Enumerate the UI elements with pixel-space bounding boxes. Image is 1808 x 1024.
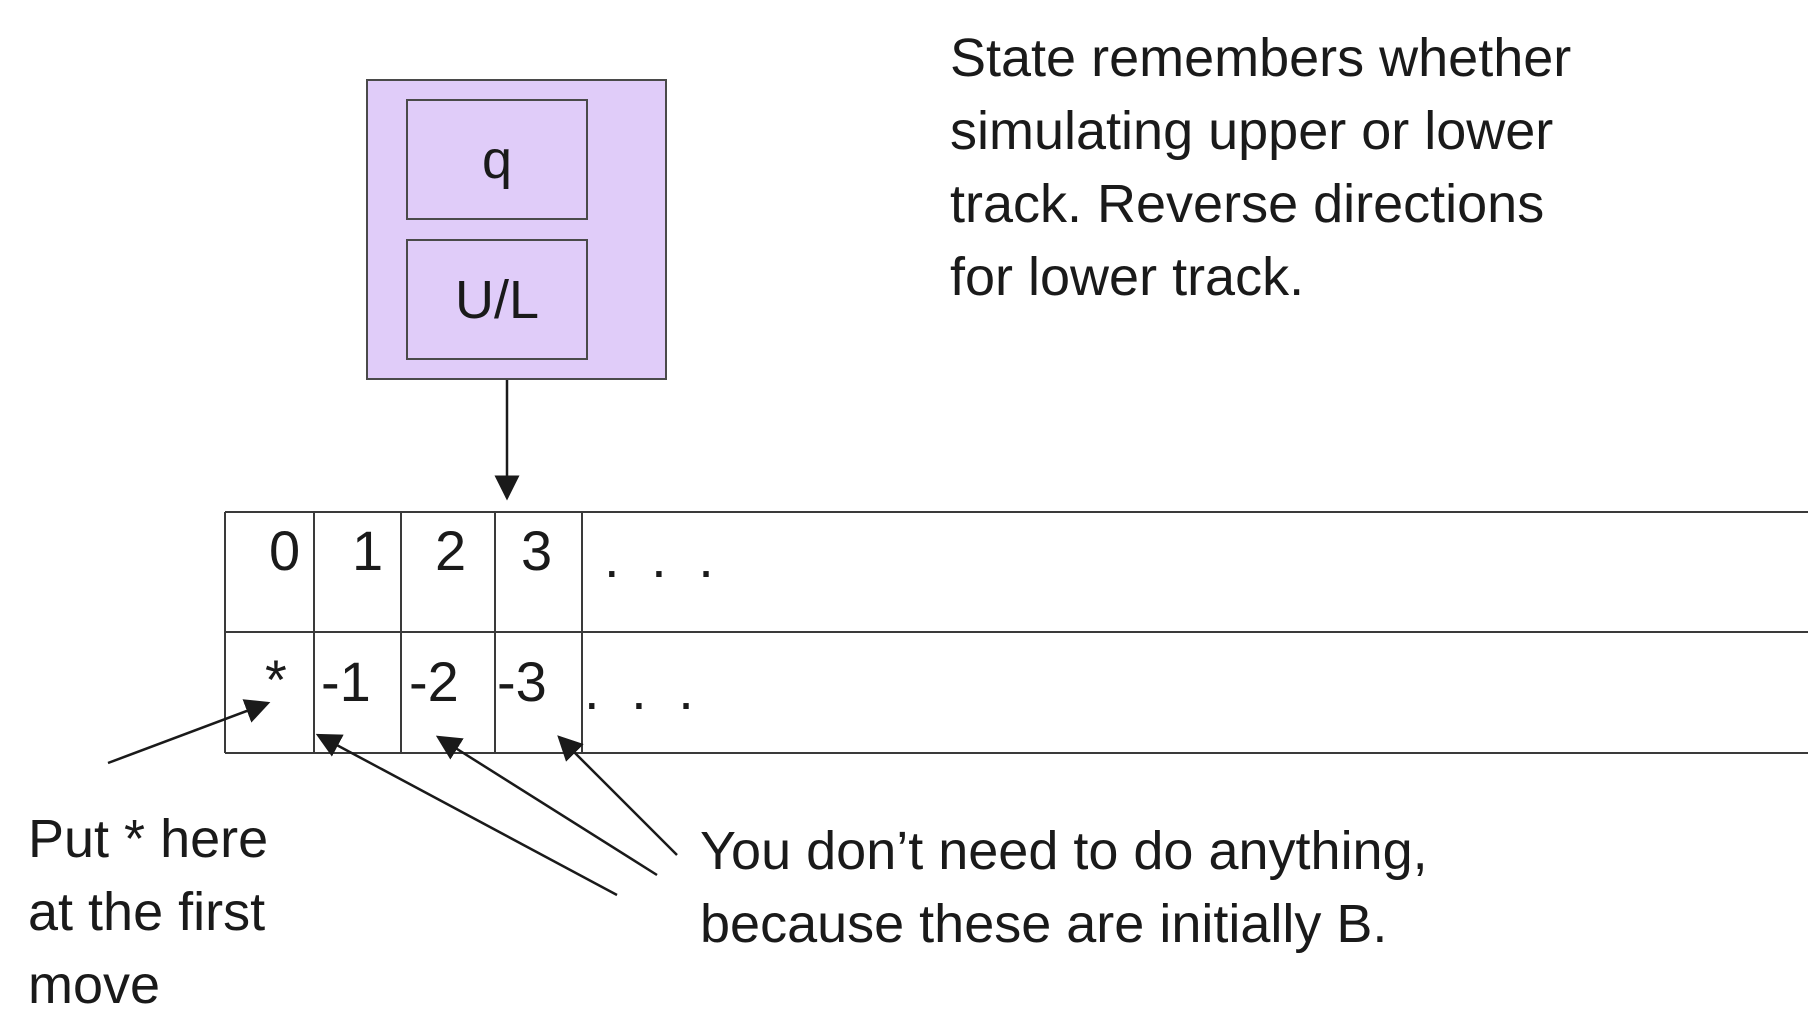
upper-track-ellipsis: . . .: [604, 526, 722, 589]
lower-track-cell-0: *: [265, 648, 287, 711]
track-indicator-label: U/L: [454, 269, 540, 330]
track-indicator-cell: U/L: [406, 239, 588, 360]
star-pointer-arrow: [107, 699, 271, 765]
lower-track-cell-2: -2: [409, 650, 459, 713]
upper-track-cell-3: 3: [521, 519, 553, 582]
state-note: State remembers whether simulating upper…: [950, 28, 1572, 307]
star-note: Put * here at the first move: [28, 809, 269, 1015]
blank-note: You don’t need to do anything, because t…: [700, 821, 1428, 954]
pointer-arrow-minus3: [557, 735, 678, 856]
upper-track-cell-0: 0: [269, 519, 301, 582]
lower-track-ellipsis: . . .: [584, 658, 702, 721]
pointer-arrow-minus1: [315, 733, 618, 897]
pointer-arrow-minus2: [435, 735, 658, 877]
tape-grid: [224, 511, 1808, 754]
lower-track-cell-1: -1: [321, 650, 371, 713]
lower-track-cell-3: -3: [497, 650, 547, 713]
state-cell: q: [406, 99, 588, 220]
upper-track-cell-2: 2: [435, 519, 467, 582]
state-label: q: [481, 129, 513, 190]
upper-track-cell-1: 1: [352, 519, 384, 582]
finite-control-box: q U/L: [366, 79, 667, 380]
